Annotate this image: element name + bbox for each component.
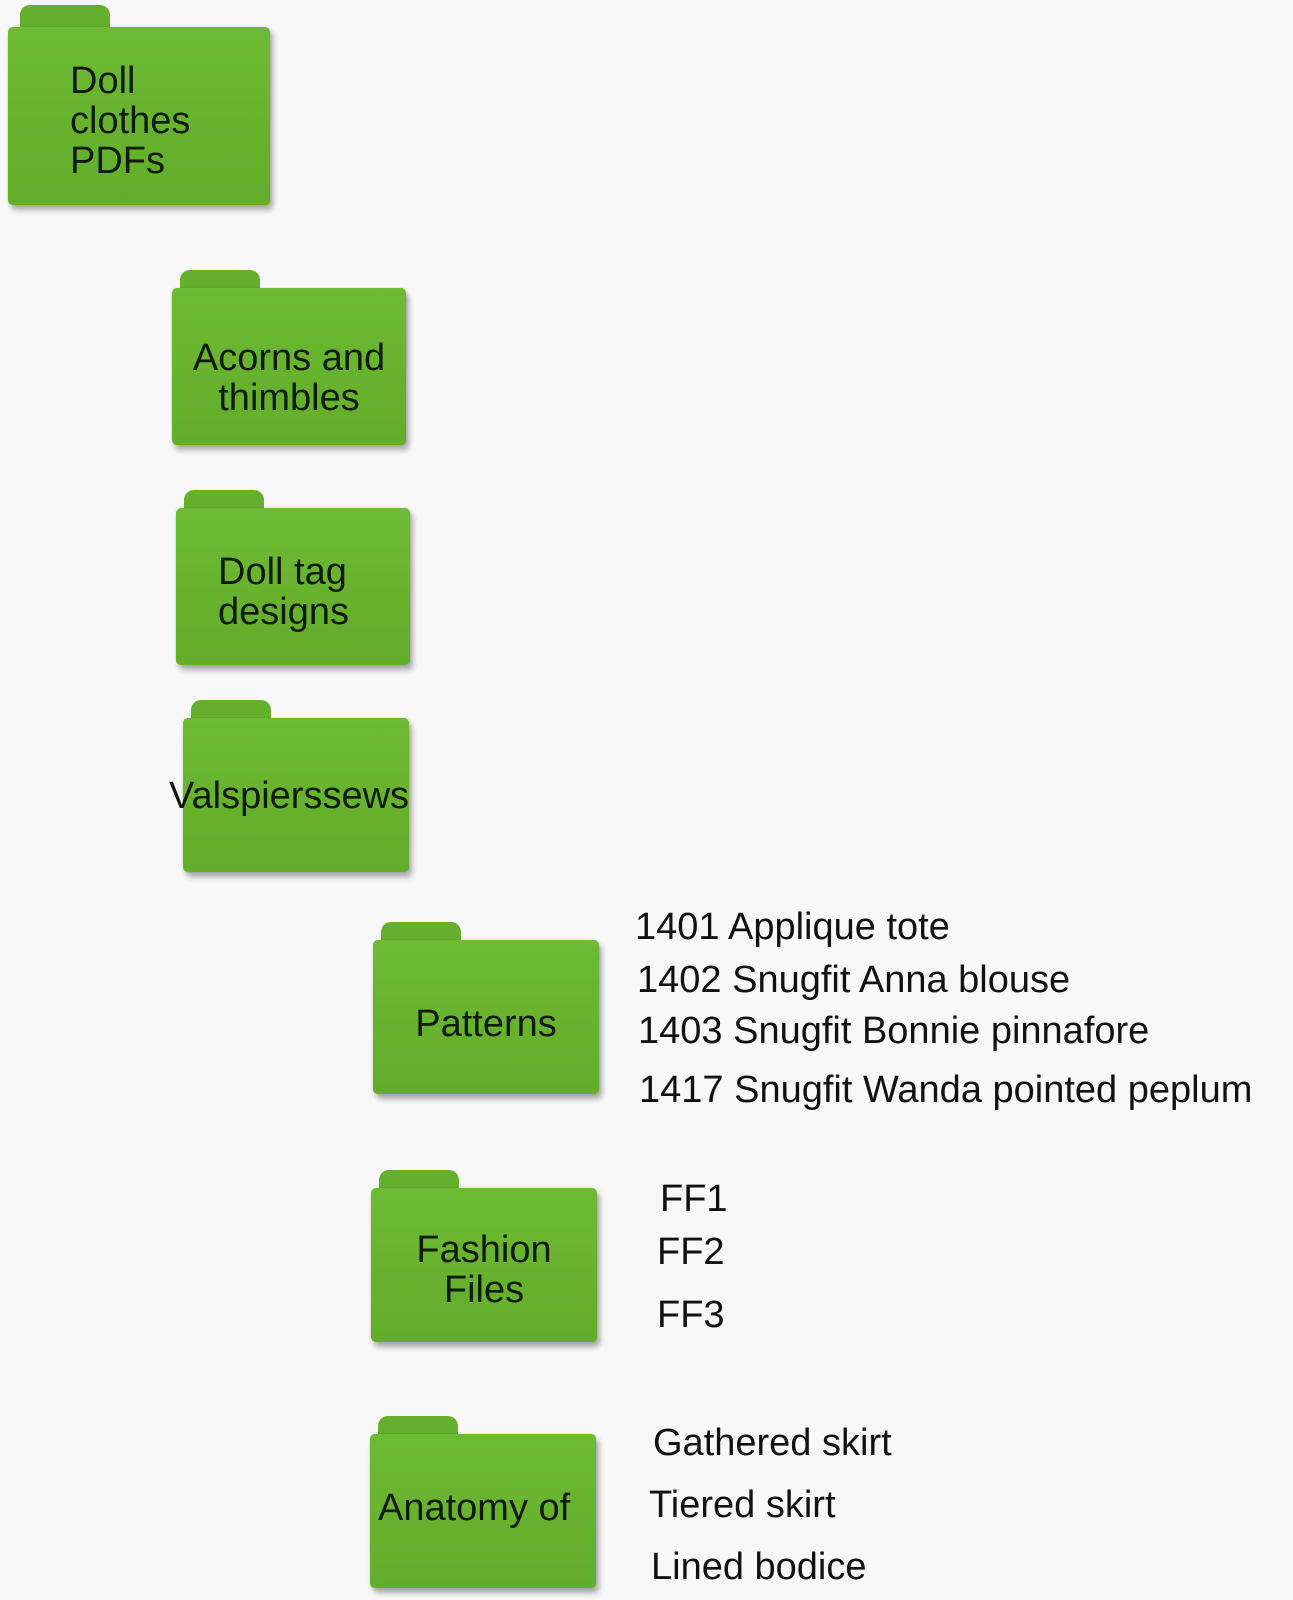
folder-label: Doll tag designs (218, 551, 349, 633)
list-item: 1417 Snugfit Wanda pointed peplum (639, 1069, 1253, 1111)
folder-fashion-files[interactable]: Fashion Files (371, 1170, 597, 1342)
folder-body (373, 940, 599, 1094)
folder-anatomy-of[interactable]: Anatomy of (370, 1416, 596, 1588)
folder-doll-clothes-pdfs[interactable]: Doll clothes PDFs (8, 5, 270, 205)
folder-body (172, 288, 406, 445)
folder-acorns-and-thimbles[interactable]: Acorns and thimbles (172, 270, 406, 445)
list-item: 1401 Applique tote (635, 906, 950, 948)
list-item: Tiered skirt (649, 1484, 836, 1526)
folder-body (183, 718, 409, 872)
list-item: 1403 Snugfit Bonnie pinnafore (638, 1010, 1150, 1052)
list-item: 1402 Snugfit Anna blouse (637, 959, 1071, 1001)
folder-body (8, 27, 270, 205)
folder-label: Acorns and thimbles (192, 337, 386, 419)
folder-label: Fashion Files (416, 1229, 552, 1311)
folder-label: Doll clothes PDFs (70, 60, 191, 182)
folder-patterns[interactable]: Patterns (373, 922, 599, 1094)
list-item: Gathered skirt (653, 1422, 892, 1464)
folder-label: Anatomy of (378, 1487, 571, 1529)
folder-body (176, 508, 410, 665)
folder-body (370, 1434, 596, 1588)
folder-label: Patterns (415, 1003, 557, 1045)
list-item: FF2 (657, 1231, 725, 1273)
folder-label: Valspierssews (169, 775, 410, 817)
list-item: Lined bodice (651, 1546, 867, 1588)
folder-body (371, 1188, 597, 1342)
folder-valspierssews[interactable]: Valspierssews (169, 700, 409, 872)
list-item: FF1 (660, 1178, 728, 1220)
list-item: FF3 (657, 1294, 725, 1336)
folder-doll-tag-designs[interactable]: Doll tag designs (176, 490, 410, 665)
